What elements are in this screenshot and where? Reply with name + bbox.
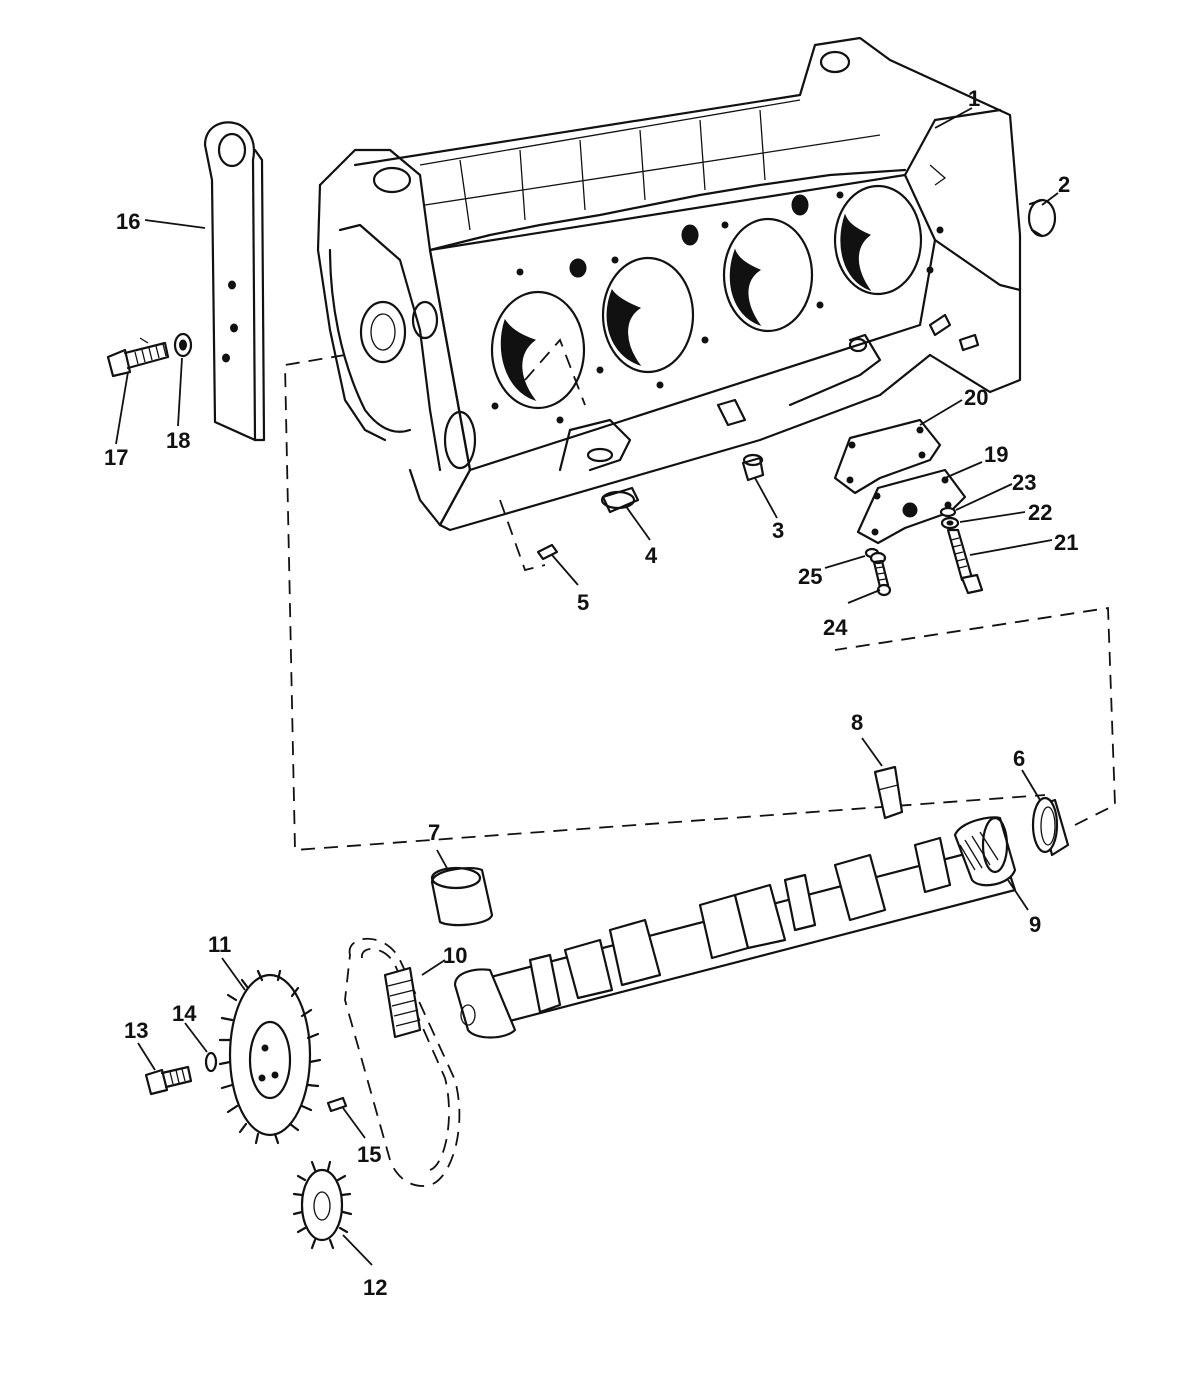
engine-block [316, 36, 1022, 572]
cam-sprocket [218, 969, 322, 1145]
lock-washer-22 [940, 516, 960, 530]
callout-7: 7 [428, 820, 440, 845]
callout-15: 15 [357, 1142, 381, 1167]
callout-24: 24 [823, 615, 848, 640]
callout-20: 20 [964, 385, 988, 410]
callout-11: 11 [208, 932, 231, 957]
callout-16: 16 [116, 209, 140, 234]
callout-19: 19 [984, 442, 1008, 467]
drain-plug [741, 453, 765, 482]
callout-17: 17 [104, 445, 128, 470]
crank-sprocket [292, 1160, 353, 1250]
callout-9: 9 [1029, 912, 1041, 937]
timing-chain [344, 937, 461, 1187]
screw-24 [869, 551, 892, 597]
callout-1: 1 [968, 86, 980, 111]
dowel-pin-5 [536, 543, 559, 561]
callout-21: 21 [1054, 530, 1078, 555]
bracket-washer [173, 332, 193, 358]
callout-13: 13 [124, 1018, 148, 1043]
cam-bearing-6 [1031, 796, 1070, 857]
cam-rear-plug [1027, 198, 1057, 238]
callout-3: 3 [772, 518, 784, 543]
front-mount-bracket [203, 121, 266, 442]
callout-2: 2 [1058, 172, 1070, 197]
core-plug [600, 486, 640, 514]
callout-6: 6 [1013, 746, 1025, 771]
callout-10: 10 [443, 943, 467, 968]
cover-gasket [833, 418, 942, 495]
callout-18: 18 [166, 428, 190, 453]
callout-4: 4 [645, 543, 658, 568]
callout-12: 12 [363, 1275, 387, 1300]
bolt-21 [946, 528, 984, 595]
bracket-bolt [106, 337, 170, 378]
key-8 [873, 765, 904, 820]
callout-22: 22 [1028, 500, 1052, 525]
callout-23: 23 [1012, 470, 1036, 495]
callout-5: 5 [577, 590, 589, 615]
washer-23 [939, 506, 957, 518]
callout-14: 14 [172, 1001, 197, 1026]
callout-25: 25 [798, 564, 822, 589]
sprocket-bolt [144, 1065, 193, 1096]
callout-8: 8 [851, 710, 863, 735]
cover-plate [856, 468, 967, 545]
assembly-leader-dashes [284, 354, 1116, 851]
callout-labels: 1 2 3 4 5 6 7 8 9 10 11 12 13 14 15 16 1… [104, 86, 1078, 1300]
camshaft [453, 816, 1017, 1039]
dowel-pin-15 [326, 1096, 348, 1113]
sprocket-washer [204, 1051, 218, 1073]
leader-lines [115, 107, 1059, 1266]
cam-bearing-7 [430, 866, 494, 927]
